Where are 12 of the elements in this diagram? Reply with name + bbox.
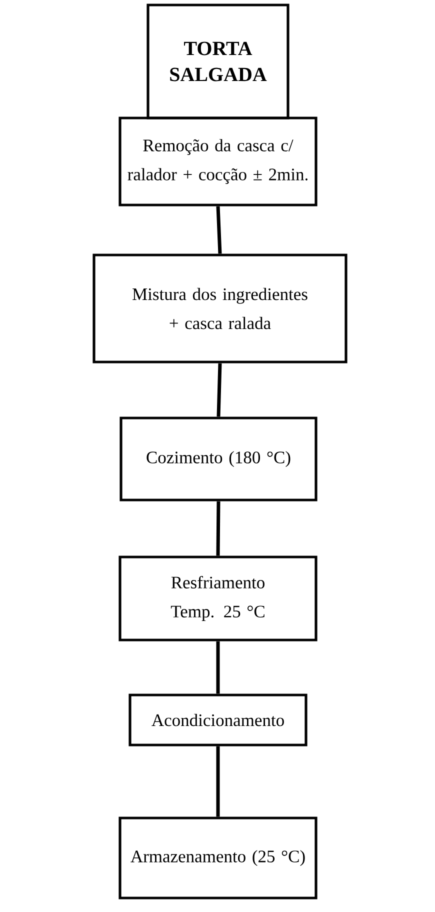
connector-line bbox=[216, 641, 220, 694]
process-box: Acondicionamento bbox=[128, 694, 308, 746]
process-box: Cozimento (180 °C) bbox=[120, 416, 318, 502]
connector-line bbox=[216, 363, 222, 417]
process-box: Mistura dos ingredientes + casca ralada bbox=[92, 254, 348, 364]
process-box: Resfriamento Temp. 25 °C bbox=[118, 556, 318, 642]
process-box: TORTA SALGADA bbox=[146, 4, 290, 120]
connector-line bbox=[216, 206, 222, 254]
connector-line bbox=[216, 746, 220, 817]
process-box: Armazenamento (25 °C) bbox=[118, 816, 318, 900]
connector-line bbox=[216, 501, 220, 556]
process-box: Remoção da casca c/ ralador + cocção ± 2min. bbox=[118, 116, 318, 206]
